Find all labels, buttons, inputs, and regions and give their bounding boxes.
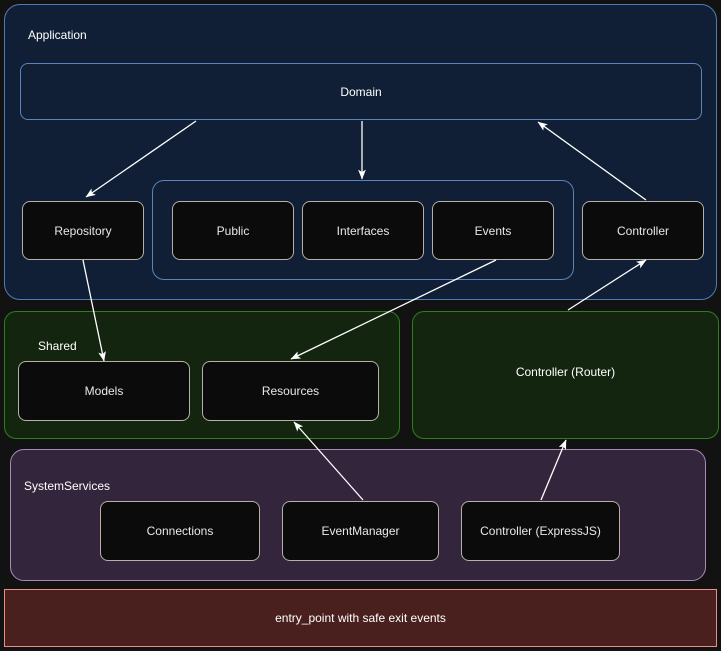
- node-events[interactable]: Events: [432, 201, 554, 260]
- node-controller[interactable]: Controller: [582, 201, 704, 260]
- node-controller-expressjs[interactable]: Controller (ExpressJS): [461, 501, 620, 561]
- node-models[interactable]: Models: [18, 361, 190, 421]
- package-systemservices-label: SystemServices: [24, 479, 111, 493]
- node-repository[interactable]: Repository: [22, 201, 144, 260]
- node-interfaces[interactable]: Interfaces: [302, 201, 424, 260]
- package-controller-router-label: Controller (Router): [515, 365, 616, 379]
- package-application-label: Application: [28, 28, 87, 42]
- node-domain[interactable]: Domain: [20, 63, 702, 120]
- node-entry-point[interactable]: entry_point with safe exit events: [4, 589, 717, 647]
- node-resources[interactable]: Resources: [202, 361, 379, 421]
- node-public[interactable]: Public: [172, 201, 294, 260]
- node-connections[interactable]: Connections: [100, 501, 260, 561]
- package-shared-label: Shared: [38, 339, 77, 353]
- node-eventmanager[interactable]: EventManager: [282, 501, 439, 561]
